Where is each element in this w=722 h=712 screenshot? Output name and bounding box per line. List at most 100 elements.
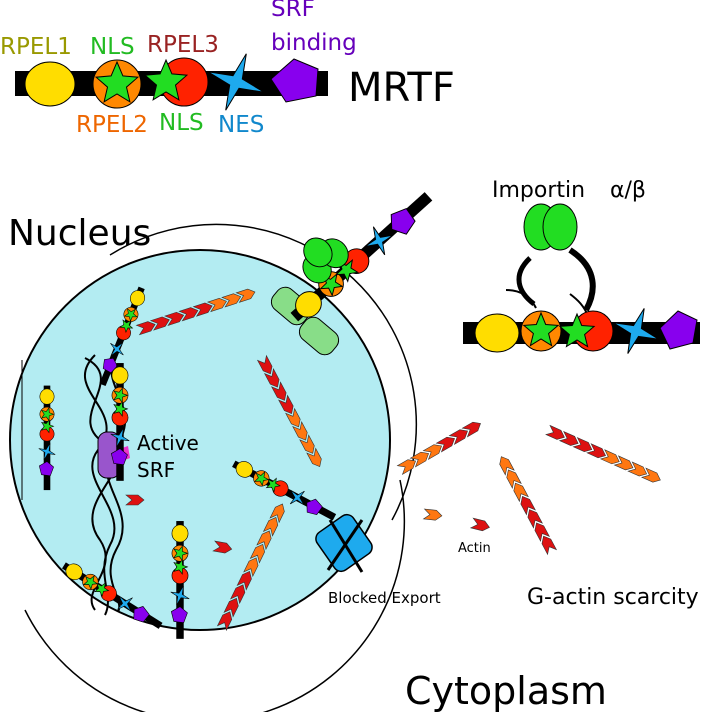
nuclear-mrtf-7 <box>290 192 433 322</box>
actin-monomer <box>230 584 246 605</box>
actin-filament-8 <box>212 540 233 554</box>
importin-arrow-1-head <box>505 289 537 309</box>
nuclear-mrtf-4 <box>232 460 337 521</box>
actin-monomer <box>135 321 156 336</box>
mrtf-nls-1 <box>254 471 270 487</box>
mrtf-nes <box>289 490 305 505</box>
mrtf-title: MRTF <box>348 65 455 111</box>
actin-monomer <box>249 543 265 564</box>
mrtf-rpel1 <box>130 290 146 307</box>
mrtf-nls-1 <box>173 545 189 562</box>
legend-srf-label-1: SRF <box>271 0 315 22</box>
legend-rpel3-label: RPEL3 <box>147 32 219 58</box>
actin-monomer <box>125 494 145 506</box>
actin-monomer <box>422 508 443 521</box>
actin-monomer <box>513 482 529 503</box>
actin-filament-1 <box>135 288 256 336</box>
legend-rpel1-label: RPEL1 <box>0 34 72 60</box>
g-actin-label: G-actin scarcity <box>527 585 699 610</box>
legend-srf-label-2: binding <box>271 30 357 56</box>
actin-monomer <box>278 394 294 415</box>
legend-rpel2-label: RPEL2 <box>76 112 148 138</box>
mrtf-nes <box>38 443 56 460</box>
mrtf-srf-binding <box>102 357 118 374</box>
pore-subunit-2 <box>298 316 340 356</box>
mrtf-rpel1 <box>171 524 189 543</box>
actin-monomer <box>461 421 481 438</box>
mrtf-nes <box>110 427 130 447</box>
blocked-export-pore <box>315 513 373 573</box>
actin-monomer <box>269 503 285 524</box>
actin-monomer <box>506 469 522 489</box>
mrtf-nls-1 <box>82 575 99 591</box>
legend-nls-star-1 <box>94 60 140 103</box>
actin-monomer <box>236 570 252 591</box>
actin-monomer <box>299 434 315 454</box>
nuclear-mrtf-2 <box>110 363 130 481</box>
blocked-export-label: Blocked Export <box>328 589 441 607</box>
importin-subunit-label: α/β <box>610 178 646 203</box>
actin-monomer <box>216 611 233 632</box>
actin-monomer <box>534 522 551 542</box>
actin-monomer <box>409 451 429 468</box>
actin-filament-9 <box>422 508 443 521</box>
legend-rpel1-ellipse <box>24 61 76 107</box>
actin-filament-6 <box>545 424 661 483</box>
actin-monomer <box>256 530 272 551</box>
legend-nls-star-2 <box>143 58 189 101</box>
actin-monomer <box>545 424 565 440</box>
actin-monomer <box>221 293 242 308</box>
actin-monomer <box>541 535 558 556</box>
mrtf-srf-binding <box>110 448 128 466</box>
actin-filament-3 <box>216 503 285 632</box>
importin-label: Importin <box>492 178 585 203</box>
actin-monomer <box>641 467 661 483</box>
actin-monomer <box>499 456 515 476</box>
mrtf-rpel1 <box>39 388 55 405</box>
mrtf-molecules <box>38 192 433 639</box>
cyto-nls-2 <box>558 312 596 348</box>
nuclear-envelope-outer <box>109 223 418 521</box>
nucleus-label: Nucleus <box>8 213 151 254</box>
mrtf-srf-binding <box>133 606 150 623</box>
actin-label: Actin <box>458 541 491 556</box>
actin-monomer <box>469 517 490 532</box>
mrtf-rpel1 <box>65 563 83 581</box>
actin-monomer <box>586 443 606 459</box>
nuclear-envelope <box>9 249 391 631</box>
actin-monomer <box>192 302 213 317</box>
actin-monomer <box>206 298 227 313</box>
dna-strand-2 <box>83 354 116 616</box>
actin-monomer <box>422 444 442 461</box>
actin-monomer <box>285 407 301 428</box>
actin-monomer <box>599 449 620 465</box>
actin-monomer <box>527 509 543 529</box>
importin-arrow-2 <box>568 247 596 312</box>
actin-filament-5 <box>499 456 558 556</box>
cytoplasm-label: Cytoplasm <box>405 669 607 712</box>
cytoplasmic-mrtf <box>463 308 700 354</box>
mrtf-legend: RPEL1 NLS RPEL3 SRF binding RPEL2 NLS NE… <box>0 0 455 138</box>
mrtf-srf-binding <box>390 208 416 235</box>
mrtf-srf-binding <box>170 606 188 624</box>
nucleus <box>9 223 418 712</box>
actin-monomer <box>263 368 280 388</box>
mrtf-srf-binding <box>306 498 323 516</box>
actin-filament-4 <box>396 421 481 476</box>
actin-monomer <box>613 455 634 471</box>
actin-monomer <box>448 429 468 446</box>
legend-nls-bottom-label: NLS <box>159 110 204 136</box>
legend-nes-star <box>207 53 265 111</box>
actin-monomer <box>164 311 185 327</box>
actin-filament-7 <box>125 494 145 506</box>
importin-beta <box>542 203 578 251</box>
actin-filament-2 <box>256 354 322 468</box>
pore-bound-importin <box>302 237 349 284</box>
actin-monomer <box>271 381 287 401</box>
mrtf-nes <box>110 342 124 356</box>
actin-filaments <box>125 288 661 632</box>
actin-monomer <box>223 597 239 618</box>
actin-monomer <box>558 430 579 446</box>
mrtf-rpel1 <box>235 461 253 478</box>
